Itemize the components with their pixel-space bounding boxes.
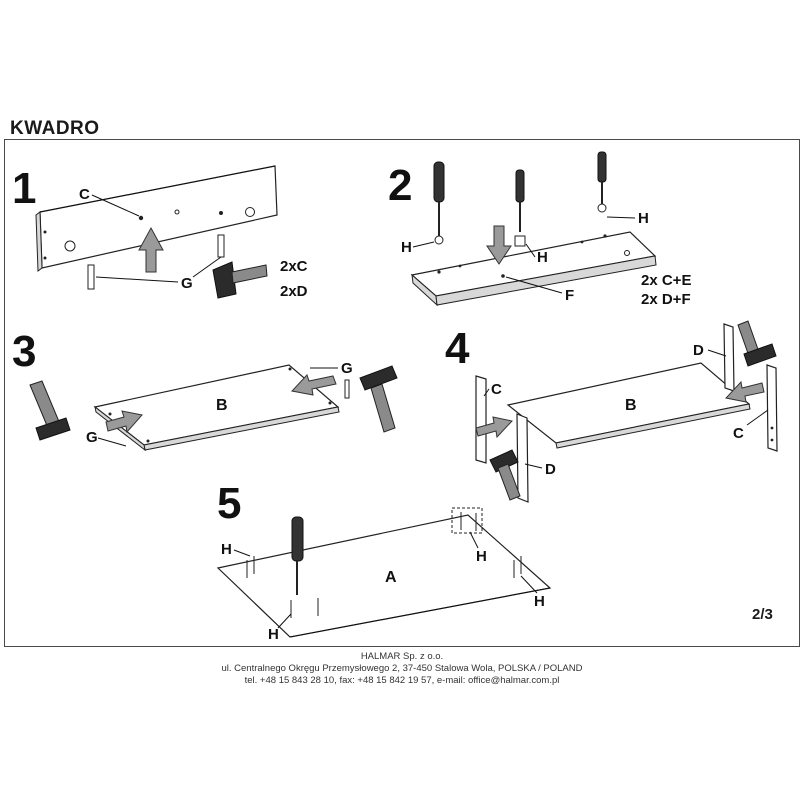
side-panel-c-right [766, 364, 778, 452]
label-d: D [693, 342, 704, 359]
label-h: H [476, 548, 487, 565]
cam-lock [514, 235, 526, 247]
qty-2xd: 2xD [280, 283, 308, 300]
step-1-board-c [35, 165, 278, 272]
label-h: H [638, 210, 649, 227]
step-3-number: 3 [12, 327, 36, 376]
screw-h [246, 512, 522, 618]
step-4-board-b [506, 362, 751, 449]
hammer-icon [29, 365, 398, 441]
insert-arrow [105, 410, 143, 434]
qty-2x-df: 2x D+F [641, 291, 691, 308]
step-5-number: 5 [217, 479, 241, 528]
instruction-frame [4, 139, 800, 647]
label-h: H [268, 626, 279, 643]
insert-arrow [475, 416, 513, 439]
step-5-board-a [216, 514, 552, 638]
panel-label-b: B [625, 397, 637, 414]
label-h: H [534, 593, 545, 610]
label-h: H [401, 239, 412, 256]
footer-contact: tel. +48 15 843 28 10, fax: +48 15 842 1… [244, 675, 560, 686]
label-c: C [491, 381, 502, 398]
label-g: G [341, 360, 353, 377]
page-number: 2/3 [752, 606, 773, 623]
detail-box [451, 507, 483, 534]
label-c: C [79, 186, 90, 203]
label-g: G [181, 275, 193, 292]
step-1: 1 C G 2xC 2xD [12, 164, 308, 300]
insert-arrow [291, 374, 337, 396]
step-5: 5 A H H H H [216, 479, 552, 643]
step-4-number: 4 [445, 324, 470, 373]
screwdriver-icon [433, 151, 607, 245]
insert-arrow [725, 380, 765, 403]
screwdriver-icon [291, 516, 304, 595]
step-2-number: 2 [388, 161, 412, 210]
label-d: D [545, 461, 556, 478]
step-2-board-f [410, 231, 657, 307]
label-f: F [565, 287, 574, 304]
step-2: 2 H H H [388, 151, 691, 308]
label-c: C [733, 425, 744, 442]
step-4: 4 B C C D [445, 320, 778, 503]
panel-label-b: B [216, 397, 228, 414]
side-panel-c-left [475, 375, 487, 464]
panel-label-a: A [385, 569, 397, 586]
footer-company: HALMAR Sp. z o.o. [360, 651, 444, 662]
insert-arrow [486, 225, 512, 265]
side-panel-d-left [516, 413, 529, 503]
hammer-icon [489, 320, 777, 501]
step-3: 3 B G G [12, 327, 398, 452]
qty-2x-ce: 2x C+E [641, 272, 691, 289]
footer-address: ul. Centralnego Okręgu Przemysłowego 2, … [221, 663, 583, 674]
step-3-board-b [93, 364, 340, 452]
side-panel-d-right [723, 323, 735, 392]
insert-arrow [138, 226, 164, 273]
label-h: H [221, 541, 232, 558]
hammer-icon [212, 261, 268, 299]
label-h: H [537, 249, 548, 266]
dowel-g [344, 379, 350, 399]
step-1-number: 1 [12, 164, 36, 213]
document-title: KWADRO [10, 118, 100, 139]
label-g: G [86, 429, 98, 446]
qty-2xc: 2xC [280, 258, 308, 275]
